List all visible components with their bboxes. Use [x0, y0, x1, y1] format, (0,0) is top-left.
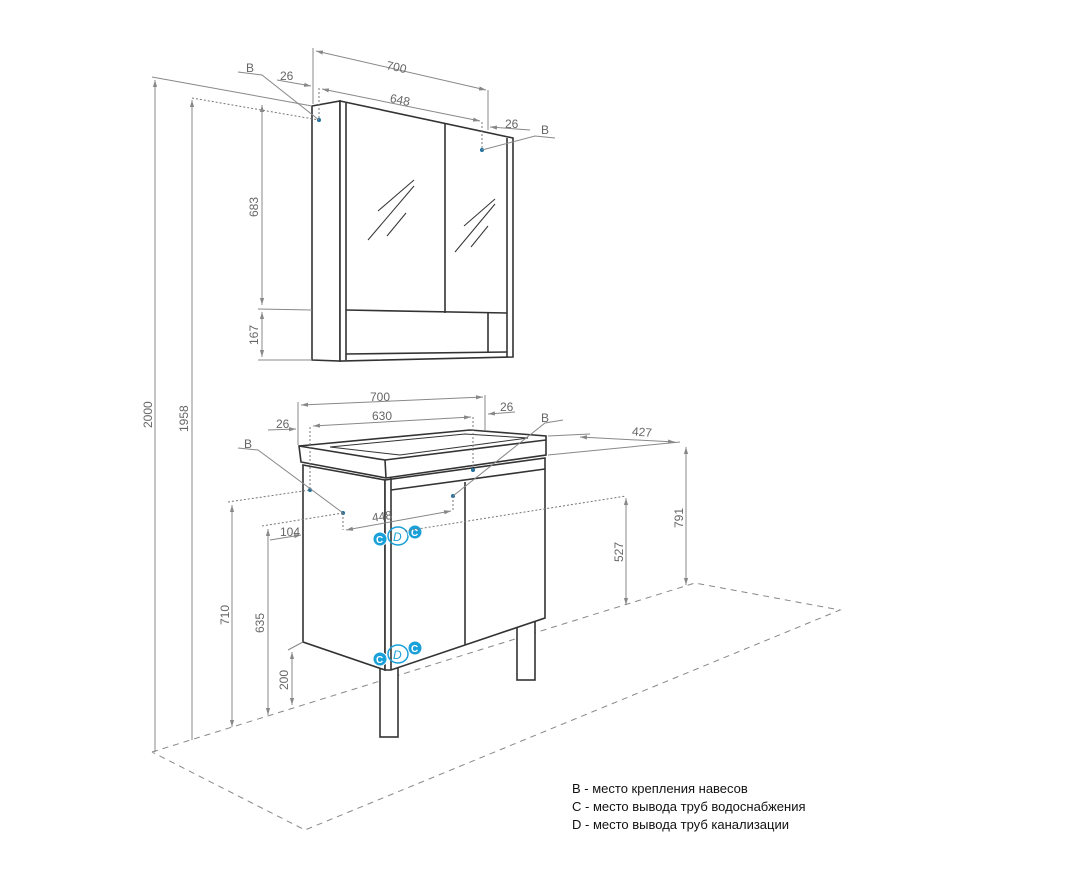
dim-pipe-spacing: 448: [371, 508, 393, 525]
mirror-cabinet: [311, 100, 514, 362]
dim-mount-height: 710: [218, 605, 232, 625]
washbasin: [298, 429, 547, 479]
dimension-lines: [151, 48, 689, 752]
dim-total-height: 2000: [141, 401, 155, 428]
label-b: B: [246, 61, 254, 75]
dim-vanity-depth: 427: [632, 424, 653, 439]
water-outlet-c-marker: [407, 640, 423, 656]
marker-d-label: D: [393, 648, 402, 662]
legend-item-d: D - место вывода труб канализации: [572, 817, 790, 832]
vanity-unit: [298, 429, 547, 738]
marker-c-label: C: [376, 655, 383, 666]
floor-outline: [151, 582, 842, 831]
legend-item-b: B - место крепления навесов: [572, 781, 748, 796]
marker-c-label: C: [411, 528, 418, 539]
dim-mirror-offset-right: 26: [505, 117, 519, 131]
dim-mirror-width: 700: [385, 58, 408, 76]
dim-vanity-offset-right: 26: [500, 400, 514, 414]
dim-mirror-offset-left: 26: [280, 69, 294, 83]
dimension-labels: 700 648 26 26 B B 683 167 2000 1958 700 …: [141, 58, 686, 690]
dim-mirror-mount-height: 1958: [177, 405, 191, 432]
dim-pipe-height-lower: 200: [277, 670, 291, 690]
marker-d-label: D: [393, 530, 402, 544]
dim-pipe-height-upper: 635: [253, 613, 267, 633]
drain-outlet-d-marker: [387, 644, 409, 664]
water-outlet-c-marker: [372, 531, 388, 547]
dim-vanity-height: 791: [672, 508, 686, 528]
marker-c-label: C: [411, 644, 418, 655]
label-b: B: [541, 123, 549, 137]
mirror-glare-left: [367, 179, 496, 253]
water-outlet-c-marker: [372, 651, 388, 667]
label-b: B: [244, 437, 252, 451]
dim-vanity-width: 700: [370, 390, 390, 404]
pipe-markers-lower: C D C: [372, 640, 423, 667]
dim-right-pipe-height: 527: [612, 542, 626, 562]
dim-pipe-offset-side: 104: [280, 525, 300, 539]
dim-mirror-height-shelf: 167: [247, 325, 261, 345]
label-b: B: [541, 411, 549, 425]
legend: B - место крепления навесов C - место вы…: [572, 780, 806, 834]
dim-mirror-inner-width: 648: [389, 91, 412, 109]
legend-item-c: C - место вывода труб водоснабжения: [572, 799, 806, 814]
dim-mirror-height-upper: 683: [247, 197, 261, 217]
dim-vanity-inner-width: 630: [372, 409, 392, 423]
marker-c-label: C: [376, 535, 383, 546]
dim-vanity-offset-left: 26: [276, 417, 290, 431]
